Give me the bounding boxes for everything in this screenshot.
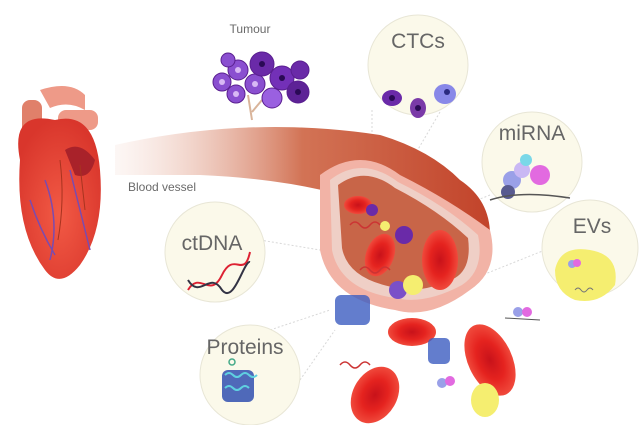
ctdna-label: ctDNA [181, 232, 243, 255]
blood-vessel-label: Blood vessel [127, 180, 197, 194]
ctcs-circle [367, 14, 469, 118]
mirna-circle [481, 111, 583, 213]
evs-label: EVs [572, 215, 612, 238]
proteins-label: Proteins [206, 336, 284, 359]
ctcs-label: CTCs [391, 30, 445, 53]
tumour-illustration [212, 51, 310, 121]
proteins-circle [199, 324, 301, 425]
tumour-label: Tumour [229, 22, 271, 36]
ctdna-circle [164, 201, 266, 303]
mirna-label: miRNA [498, 122, 566, 145]
evs-circle [541, 199, 639, 301]
vessel-contents [344, 196, 458, 299]
heart-illustration [18, 86, 101, 279]
red-blood-cells [335, 295, 541, 424]
